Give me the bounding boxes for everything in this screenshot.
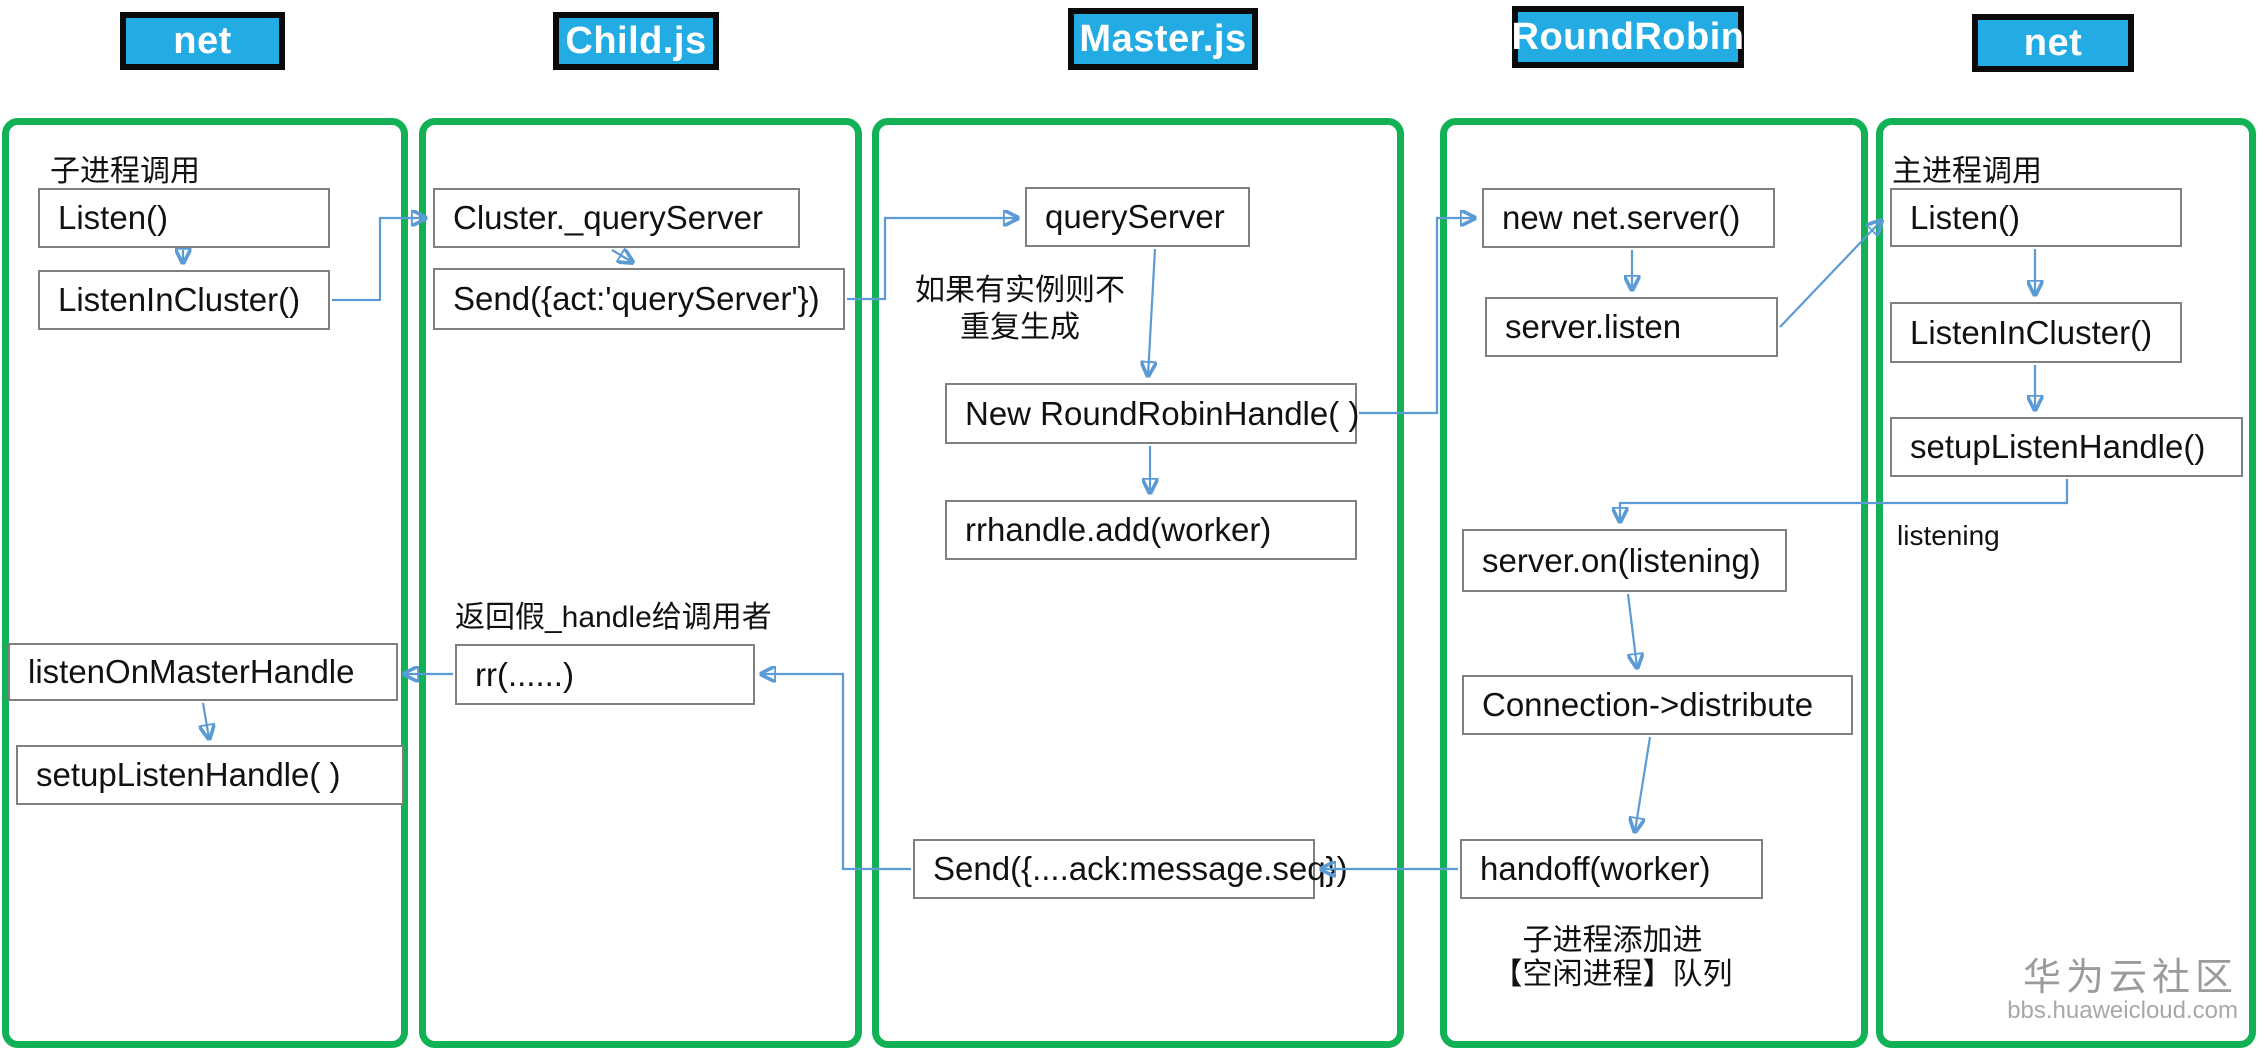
node-connection-distribute: Connection->distribute [1462, 675, 1853, 735]
note-line: 如果有实例则不 [915, 274, 1125, 307]
panel-net-main-process [1876, 118, 2256, 1048]
node-setup-listen-handle-main: setupListenHandle() [1890, 417, 2243, 477]
watermark-url: bbs.huaweicloud.com [2007, 997, 2238, 1024]
watermark: 华为云社区 bbs.huaweicloud.com [1978, 958, 2238, 1024]
note-no-duplicate-instance: 如果有实例则不 重复生成 [890, 272, 1150, 346]
note-idle-process-queue: 子进程添加进 【空闲进程】队列 [1465, 924, 1760, 992]
node-listen-main: Listen() [1890, 188, 2182, 247]
note-line: 子进程添加进 [1522, 924, 1703, 957]
node-rrhandle-add-worker: rrhandle.add(worker) [945, 500, 1357, 560]
header-net-right: net [1972, 14, 2134, 72]
header-child-js: Child.js [553, 12, 719, 70]
node-rr-callback: rr(......) [455, 644, 755, 705]
node-listen-in-cluster-main: ListenInCluster() [1890, 302, 2182, 363]
caption-child-process-call: 子进程调用 [50, 155, 200, 188]
panel-net-child-process [2, 118, 408, 1048]
note-line: 【空闲进程】队列 [1492, 958, 1733, 991]
node-setup-listen-handle-child: setupListenHandle( ) [16, 745, 404, 805]
header-roundrobin: RoundRobin [1512, 6, 1744, 68]
node-listen-on-master-handle: listenOnMasterHandle [8, 643, 398, 701]
node-new-roundrobin-handle: New RoundRobinHandle( ) [945, 383, 1359, 444]
caption-main-process-call: 主进程调用 [1892, 155, 2042, 188]
node-cluster-query-server: Cluster._queryServer [433, 188, 800, 248]
panel-child-js [419, 118, 862, 1048]
watermark-title: 华为云社区 [2022, 957, 2238, 999]
node-query-server: queryServer [1025, 187, 1250, 247]
node-server-listen: server.listen [1485, 297, 1778, 357]
label-listening-event: listening [1897, 520, 2000, 551]
node-listen-in-cluster-child: ListenInCluster() [38, 270, 330, 330]
node-server-on-listening: server.on(listening) [1462, 529, 1787, 592]
node-new-net-server: new net.server() [1482, 188, 1775, 248]
node-send-ack-message-seq: Send({....ack:message.seq}) [913, 839, 1348, 899]
header-master-js: Master.js [1068, 8, 1258, 70]
node-listen-child: Listen() [38, 188, 330, 248]
note-return-fake-handle: 返回假_handle给调用者 [455, 601, 772, 634]
panel-master-js [872, 118, 1404, 1048]
node-send-act-queryserver: Send({act:'queryServer'}) [433, 268, 845, 330]
header-net-left: net [120, 12, 285, 70]
note-line: 重复生成 [960, 311, 1080, 344]
node-handoff-worker: handoff(worker) [1460, 839, 1763, 899]
